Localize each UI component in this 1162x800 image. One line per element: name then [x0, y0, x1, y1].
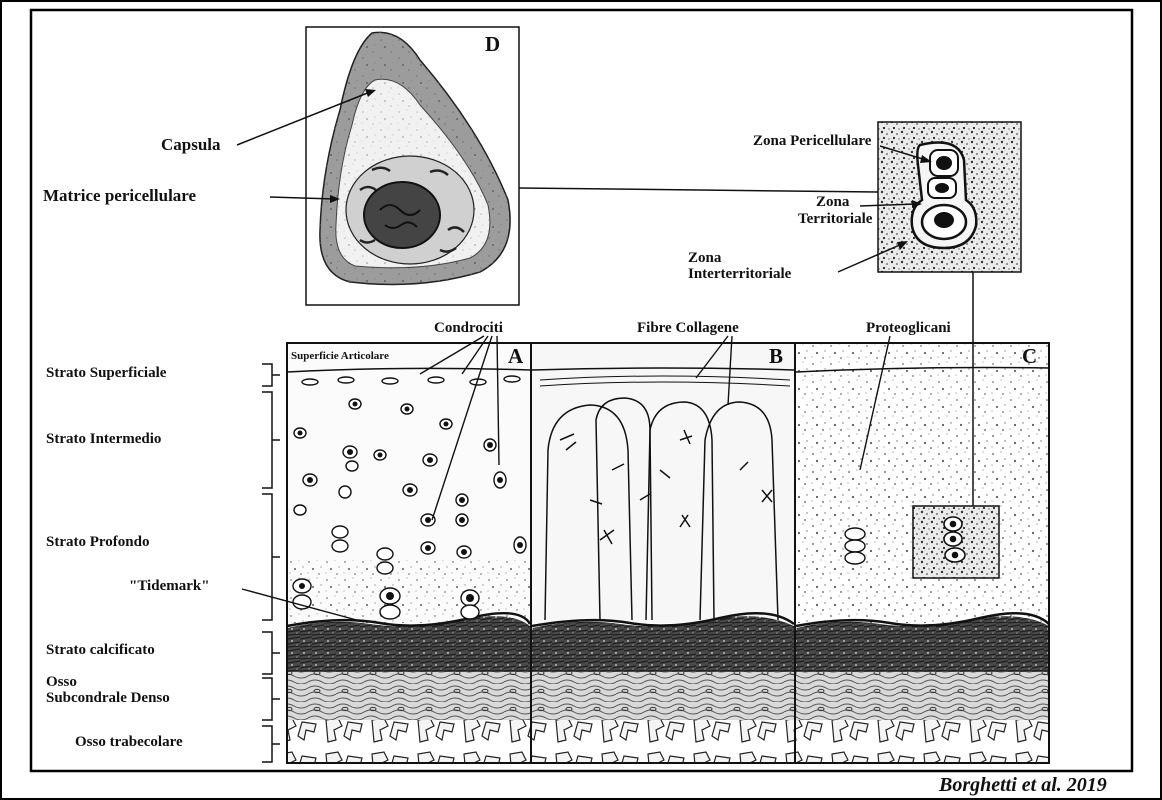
zona-territoriale-label-1: Zona — [816, 194, 850, 210]
zona-interterritoriale-label-2: Interterritoriale — [688, 266, 792, 282]
layer-brackets — [262, 364, 280, 762]
panel-b-letter: B — [769, 344, 783, 368]
matrice-label: Matrice pericellulare — [43, 186, 197, 205]
strato-calcificato-label: Strato calcificato — [46, 642, 155, 658]
osso-denso-label-2: Subcondrale Denso — [46, 690, 170, 706]
panel-c-cells — [845, 528, 865, 564]
fibre-collagene-label: Fibre Collagene — [637, 320, 739, 336]
zona-pericellulare-label: Zona Pericellulare — [753, 133, 872, 149]
osso-trabecolare-label: Osso trabecolare — [75, 734, 183, 750]
panel-d-letter: D — [485, 32, 500, 56]
panel-a-letter: A — [508, 344, 524, 368]
tidemark-label: "Tidemark" — [129, 578, 210, 594]
zona-interterritoriale-label-1: Zona — [688, 250, 722, 266]
osso-denso-label-1: Osso — [46, 674, 77, 690]
zona-territoriale-label-2: Territoriale — [798, 211, 873, 227]
panel-c-letter: C — [1022, 344, 1037, 368]
capsula-label: Capsula — [161, 135, 221, 154]
condrociti-label: Condrociti — [434, 320, 503, 336]
strato-profondo-label: Strato Profondo — [46, 534, 149, 550]
connector-d-zones — [519, 188, 878, 192]
strato-intermedio-label: Strato Intermedio — [46, 431, 161, 447]
proteoglicani-label: Proteoglicani — [866, 320, 951, 336]
panel-c-inset-cells — [944, 517, 965, 562]
credit-text: Borghetti et al. 2019 — [938, 774, 1107, 796]
strato-superficiale-label: Strato Superficiale — [46, 365, 167, 381]
superficie-label: Superficie Articolare — [291, 350, 389, 362]
